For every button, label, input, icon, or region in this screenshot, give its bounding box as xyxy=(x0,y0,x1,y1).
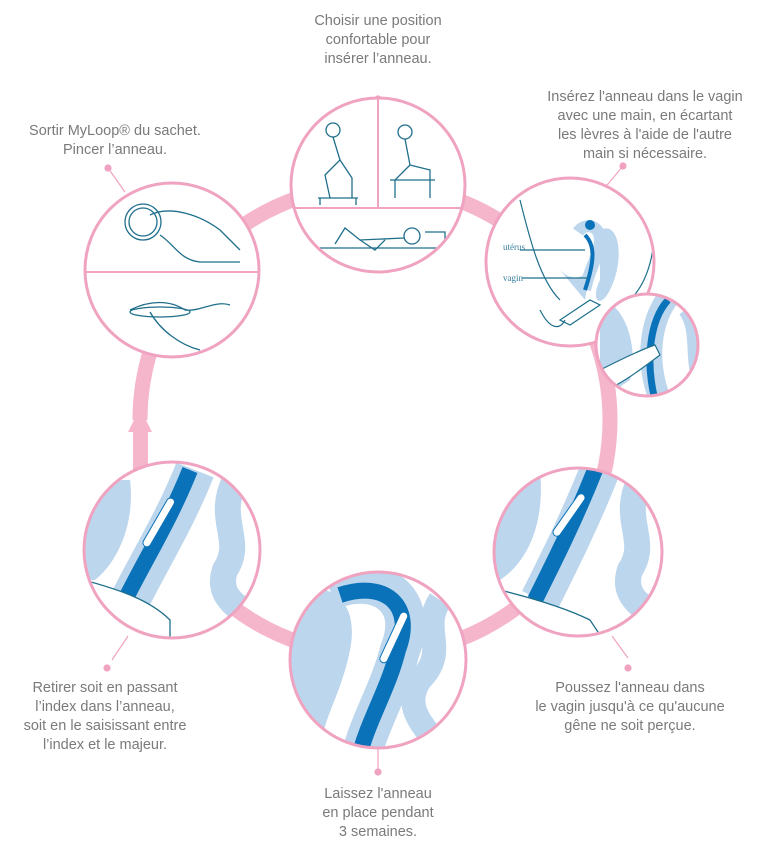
step-2-caption: Choisir une position confortable pour in… xyxy=(314,13,442,67)
step-3-illustration: utérus vagin xyxy=(484,176,700,398)
step-5-caption: Laissez l'anneau en place pendant 3 sema… xyxy=(322,786,434,840)
uterus-label: utérus xyxy=(503,242,525,252)
step-2-illustration xyxy=(289,96,467,274)
step-1-caption: Sortir MyLoop® du sachet. Pincer l’annea… xyxy=(29,123,201,158)
vagin-label: vagin xyxy=(503,273,523,283)
step-3-caption: Insérez l'anneau dans le vagin avec une … xyxy=(547,89,743,162)
step-1-illustration xyxy=(83,181,261,359)
step-6-illustration xyxy=(82,460,262,640)
step-4-caption: Poussez l'anneau dans le vagin jusqu'à c… xyxy=(535,680,725,734)
step-5-illustration xyxy=(288,570,468,750)
cycle-arrow-icon xyxy=(128,408,152,432)
step-6-caption: Retirer soit en passant l’index dans l’a… xyxy=(23,680,187,753)
